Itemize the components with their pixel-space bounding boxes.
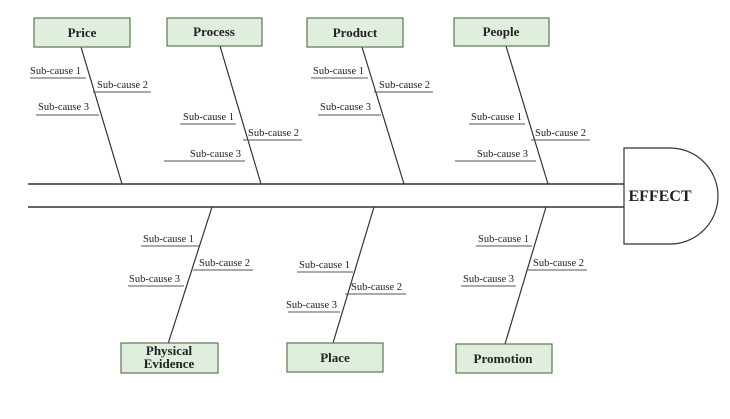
sub-cause-people-2: Sub-cause 2: [535, 128, 586, 139]
effect-head: [623, 147, 719, 245]
category-boxes: Price Process Product People Physical Ev…: [33, 17, 553, 374]
category-label-physical-evidence-line1: Physical: [146, 343, 193, 358]
bone-product: [361, 46, 405, 185]
category-box-place: [286, 342, 384, 373]
category-label-process: Process: [193, 24, 235, 39]
category-box-physical-evidence: [120, 342, 219, 374]
category-label-physical-evidence-line2: Evidence: [144, 356, 195, 371]
category-label-product: Product: [333, 25, 378, 40]
sub-cause-process-1: Sub-cause 1: [183, 112, 234, 123]
sub-cause-product-2: Sub-cause 2: [379, 80, 430, 91]
category-label-place: Place: [320, 350, 350, 365]
category-label-promotion: Promotion: [474, 351, 534, 366]
sub-cause-promotion-3: Sub-cause 3: [463, 274, 514, 285]
sub-cause-price-3: Sub-cause 3: [38, 102, 89, 113]
bones-top: [80, 45, 549, 185]
sub-cause-product-3: Sub-cause 3: [320, 102, 371, 113]
sub-cause-place-1: Sub-cause 1: [299, 260, 350, 271]
category-box-process: [166, 17, 263, 47]
bone-people: [505, 45, 549, 185]
sub-cause-place-2: Sub-cause 2: [351, 282, 402, 293]
bone-price: [80, 46, 123, 185]
category-box-promotion: [455, 343, 553, 374]
sub-cause-labels: Sub-cause 1 Sub-cause 2 Sub-cause 3 Sub-…: [30, 66, 586, 311]
sub-cause-place-3: Sub-cause 3: [286, 300, 337, 311]
sub-cause-people-3: Sub-cause 3: [477, 149, 528, 160]
category-label-people: People: [483, 24, 520, 39]
category-label-price: Price: [68, 25, 97, 40]
sub-cause-process-2: Sub-cause 2: [248, 128, 299, 139]
sub-cause-process-3: Sub-cause 3: [190, 149, 241, 160]
sub-cause-physical-evidence-1: Sub-cause 1: [143, 234, 194, 245]
sub-cause-price-1: Sub-cause 1: [30, 66, 81, 77]
bones-bottom: [167, 206, 547, 345]
sub-cause-people-1: Sub-cause 1: [471, 112, 522, 123]
category-box-price: [33, 17, 131, 48]
sub-cause-physical-evidence-2: Sub-cause 2: [199, 258, 250, 269]
bone-process: [219, 45, 262, 185]
category-box-people: [453, 17, 550, 47]
sub-cause-promotion-1: Sub-cause 1: [478, 234, 529, 245]
bone-physical-evidence: [167, 206, 213, 345]
sub-cause-price-2: Sub-cause 2: [97, 80, 148, 91]
category-box-product: [306, 17, 404, 48]
sub-cause-product-1: Sub-cause 1: [313, 66, 364, 77]
sub-cause-physical-evidence-3: Sub-cause 3: [129, 274, 180, 285]
sub-cause-lines: [30, 77, 590, 313]
bone-place: [332, 206, 375, 344]
bone-promotion: [504, 206, 547, 345]
sub-cause-promotion-2: Sub-cause 2: [533, 258, 584, 269]
effect-label: EFFECT: [628, 188, 691, 205]
